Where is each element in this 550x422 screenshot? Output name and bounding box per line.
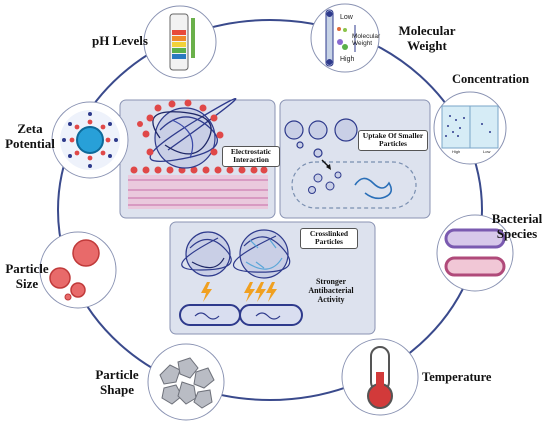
electrostatic-panel <box>119 98 276 219</box>
bolt-icons <box>201 282 277 302</box>
label-concentration: Concentration <box>452 72 530 86</box>
tag-electrostatic-interaction: Electrostatic Interaction <box>222 146 280 167</box>
cell-membrane <box>128 175 268 209</box>
membrane-charges <box>130 166 268 174</box>
zeta-potential-icon <box>51 101 129 179</box>
small-particles <box>284 118 358 158</box>
mw-high-label: High <box>340 56 355 63</box>
label-ph-levels: pH Levels <box>92 33 148 48</box>
conc-low-label: Low <box>483 149 491 154</box>
label-molecular-weight: Molecular Weight <box>398 23 456 53</box>
ph-strip-icon <box>143 5 217 79</box>
label-temperature: Temperature <box>422 370 492 384</box>
label-bacterial-species: Bacterial Species <box>491 211 543 241</box>
bacterium-outline <box>291 161 417 209</box>
conc-high-label: High <box>452 149 461 154</box>
label-particle-size: Particle Size <box>5 261 49 291</box>
plain-particle <box>181 231 232 277</box>
bacteria-cells <box>179 304 303 326</box>
thermometer-icon <box>341 338 419 416</box>
crosslinked-panel <box>169 221 376 335</box>
positive-charges <box>137 99 224 156</box>
internalized-particles <box>308 171 342 194</box>
label-particle-shape: Particle Shape <box>95 367 139 397</box>
concentration-icon <box>433 91 507 165</box>
label-zeta-potential: Zeta Potential <box>5 121 55 151</box>
tag-crosslinked-particles: Crosslinked Particles <box>300 228 358 249</box>
outer-ring <box>57 19 483 401</box>
uptake-panel <box>279 99 431 219</box>
particle-shape-icon <box>147 343 225 421</box>
particle-size-icon <box>39 231 117 309</box>
bacterial-species-icon <box>436 214 514 292</box>
tag-uptake-smaller-particles: Uptake Of Smaller Particles <box>358 130 428 151</box>
molecular-weight-icon <box>310 3 380 73</box>
mw-mid-label: Molecular Weight <box>352 33 381 48</box>
chitosan-particle <box>149 98 237 169</box>
crosslinked-particle <box>233 229 291 279</box>
mw-low-label: Low <box>340 14 353 21</box>
label-stronger-antibacterial: Stronger Antibacterial Activity <box>308 277 354 305</box>
